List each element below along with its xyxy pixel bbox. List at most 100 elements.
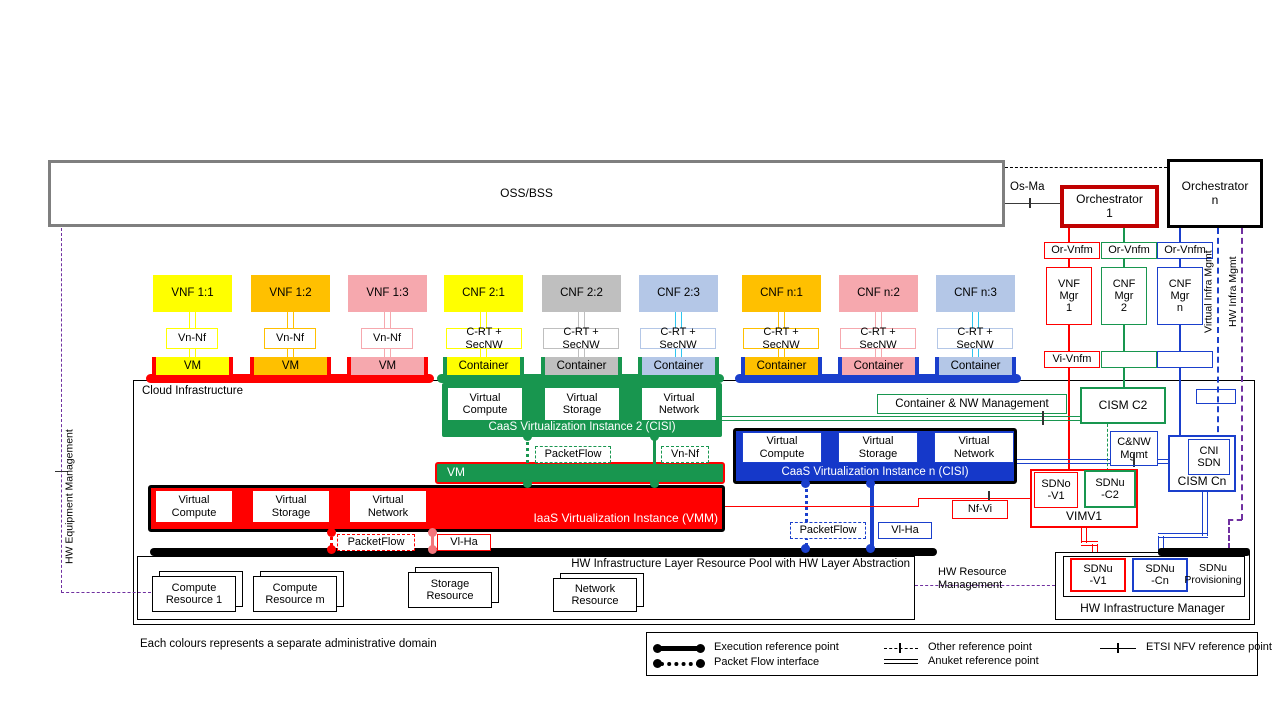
cnf-n-1-box: CNF n:1 xyxy=(742,275,821,312)
caas2-virtual-storage-box: Virtual Storage xyxy=(545,388,619,420)
other-ref-line-sample xyxy=(884,648,918,649)
nfvi-line-2 xyxy=(918,498,1030,499)
cnf-2-2-box: CNF 2:2 xyxy=(542,275,621,312)
cnw-mgmt-border xyxy=(1110,431,1158,466)
caas2-vnnf-dot-top xyxy=(650,432,659,441)
os-ma-line xyxy=(1005,203,1060,204)
anuket-line-sample xyxy=(884,659,918,664)
cnf-n-2-box: CNF n:2 xyxy=(839,275,918,312)
cni-sdn-box: CNI SDN xyxy=(1188,439,1230,475)
os-ma-tick xyxy=(1029,198,1031,208)
cismcn-sdnu-link-step xyxy=(1158,533,1208,538)
container-n-2-box: Container xyxy=(838,357,919,379)
sdnu-provisioning-label: SDNu Provisioning xyxy=(1184,562,1242,586)
caas2-packetflow-dot-top xyxy=(523,432,532,441)
caas2-vnnf-label: Vn-Nf xyxy=(661,446,709,463)
caasn-vlha-label: Vl-Ha xyxy=(878,522,932,539)
caasn-cismcn-anuket-line xyxy=(1017,459,1168,464)
vnfm-red-line xyxy=(1068,228,1070,473)
or-vnfm-1-box: Or-Vnfm xyxy=(1044,242,1100,259)
hw-equipment-mgmt-label: HW Equipment Management xyxy=(63,429,76,565)
cism-c2-box: CISM C2 xyxy=(1080,387,1166,424)
container-nw-mgmt-box: Container & NW Management xyxy=(877,394,1067,414)
packetflow-dot-left xyxy=(653,659,662,668)
hw-pool-label: HW Infrastructure Layer Resource Pool wi… xyxy=(571,558,910,570)
caas2-vnnf-exec-line xyxy=(653,437,656,487)
os-ma-label: Os-Ma xyxy=(1010,181,1045,193)
c-rt-secnw-n-3-box: C-RT + SecNW xyxy=(937,326,1013,351)
iaas-vlha-dot-top xyxy=(428,528,437,537)
vnf-mgr-1-box: VNF Mgr 1 xyxy=(1046,267,1092,325)
c-rt-secnw-2-1-box: C-RT + SecNW xyxy=(446,326,522,351)
caasn-packetflow-dot-top xyxy=(801,479,810,488)
storage-resource-box: Storage Resource xyxy=(408,572,492,608)
hw-equipment-mgmt-dashed-line-bottom xyxy=(61,592,151,593)
iaas-virtual-compute-box: Virtual Compute xyxy=(155,490,233,523)
nfvi-line-step xyxy=(918,498,919,507)
cnf-2-1-box: CNF 2:1 xyxy=(444,275,523,312)
virtual-infra-mgmt-dashed-line xyxy=(1217,228,1219,442)
compute-resource-m-box: Compute Resource m xyxy=(253,576,337,612)
caasn-label: CaaS Virtualization Instance n (CISI) xyxy=(781,466,969,478)
execution-legend-label: Execution reference point xyxy=(714,641,839,653)
caasn-virtual-network-box: Virtual Network xyxy=(934,432,1014,463)
caas2-packetflow-label: PacketFlow xyxy=(535,446,611,463)
caasn-cismcn-anuket-tick xyxy=(1133,454,1135,467)
hw-resource-mgmt-dashed-line xyxy=(915,585,1055,586)
network-resource-box: Network Resource xyxy=(553,578,637,612)
caas2-packetflow-dotted-line xyxy=(526,437,529,487)
iaas-packetflow-label: PacketFlow xyxy=(337,534,415,551)
cnf-mgr-n-box: CNF Mgr n xyxy=(1157,267,1203,325)
hw-resource-mgmt-label: HW Resource Management xyxy=(938,566,1007,591)
nfvi-tick xyxy=(988,491,990,501)
hw-equipment-mgmt-tick xyxy=(55,471,68,472)
caas2-label: CaaS Virtualization Instance 2 (CISI) xyxy=(488,421,676,433)
caasn-virtual-storage-box: Virtual Storage xyxy=(838,432,918,463)
hw-equipment-mgmt-dashed-line xyxy=(61,228,62,593)
caas2-cism-anuket-line xyxy=(722,416,1080,421)
vimv1-sdnu-link-1 xyxy=(1081,528,1087,543)
sdnu-c2-box: SDNu -C2 xyxy=(1084,470,1136,508)
execution-dot-left xyxy=(653,644,662,653)
vm-3-box: VM xyxy=(347,357,428,379)
cism-c2-sdnu-dashed-line xyxy=(1107,424,1108,471)
oss-bss-box: OSS/BSS xyxy=(48,160,1005,227)
caasn-vlha-exec-line xyxy=(870,484,874,551)
orchestrator-1-label: Orchestrator 1 xyxy=(1076,192,1143,220)
other-ref-legend-label: Other reference point xyxy=(928,641,1032,653)
caas2-virtual-network-box: Virtual Network xyxy=(642,388,716,420)
iaas-vlha-label: Vl-Ha xyxy=(437,534,491,551)
iaas-virtual-storage-box: Virtual Storage xyxy=(252,490,330,523)
cnf-2-3-box: CNF 2:3 xyxy=(639,275,718,312)
vm-layer-label: VM xyxy=(447,465,465,480)
oss-to-orchestrator-n-dashed-line xyxy=(1005,167,1167,168)
vnf-1-1-box: VNF 1:1 xyxy=(153,275,232,312)
vm-layer-bar: VM xyxy=(435,462,725,484)
nfvi-line-1 xyxy=(725,506,919,507)
container-2-2-box: Container xyxy=(541,357,622,379)
caas2-packetflow-dot-bottom xyxy=(523,479,532,488)
container-n-3-box: Container xyxy=(935,357,1016,379)
container-2-3-box: Container xyxy=(638,357,719,379)
sdnu-v1-box: SDNu -V1 xyxy=(1070,558,1126,592)
caas2-virtual-compute-box: Virtual Compute xyxy=(448,388,522,420)
iaas-label: IaaS Virtualization Instance (VMM) xyxy=(533,511,718,525)
iaas-packetflow-dot-top xyxy=(327,528,336,537)
or-vnfm-n-box: Or-Vnfm xyxy=(1157,242,1213,259)
hw-pool-box xyxy=(137,556,915,620)
c-rt-secnw-2-3-box: C-RT + SecNW xyxy=(640,326,716,351)
vm-2-box: VM xyxy=(250,357,331,379)
packetflow-dot-right xyxy=(696,659,705,668)
sdnu-provisioning-bar xyxy=(1158,548,1250,556)
hw-infra-mgmt-dashed-step xyxy=(1228,519,1242,521)
sdno-v1-box: SDNo -V1 xyxy=(1034,472,1078,508)
caasn-packetflow-label: PacketFlow xyxy=(790,522,866,539)
hw-infra-manager-label: HW Infrastructure Manager xyxy=(1080,600,1225,615)
iaas-virtual-network-box: Virtual Network xyxy=(349,490,427,523)
iaas-packetflow-dot-bottom xyxy=(327,545,336,554)
cismcn-sdnu-link-2 xyxy=(1158,536,1164,558)
vn-nf-2-box: Vn-Nf xyxy=(264,328,316,349)
container-n-1-box: Container xyxy=(741,357,822,379)
virtual-infra-mgmt-label: Virtual Infra Mgmt xyxy=(1202,250,1215,334)
caas2-vnnf-dot-bottom xyxy=(650,479,659,488)
